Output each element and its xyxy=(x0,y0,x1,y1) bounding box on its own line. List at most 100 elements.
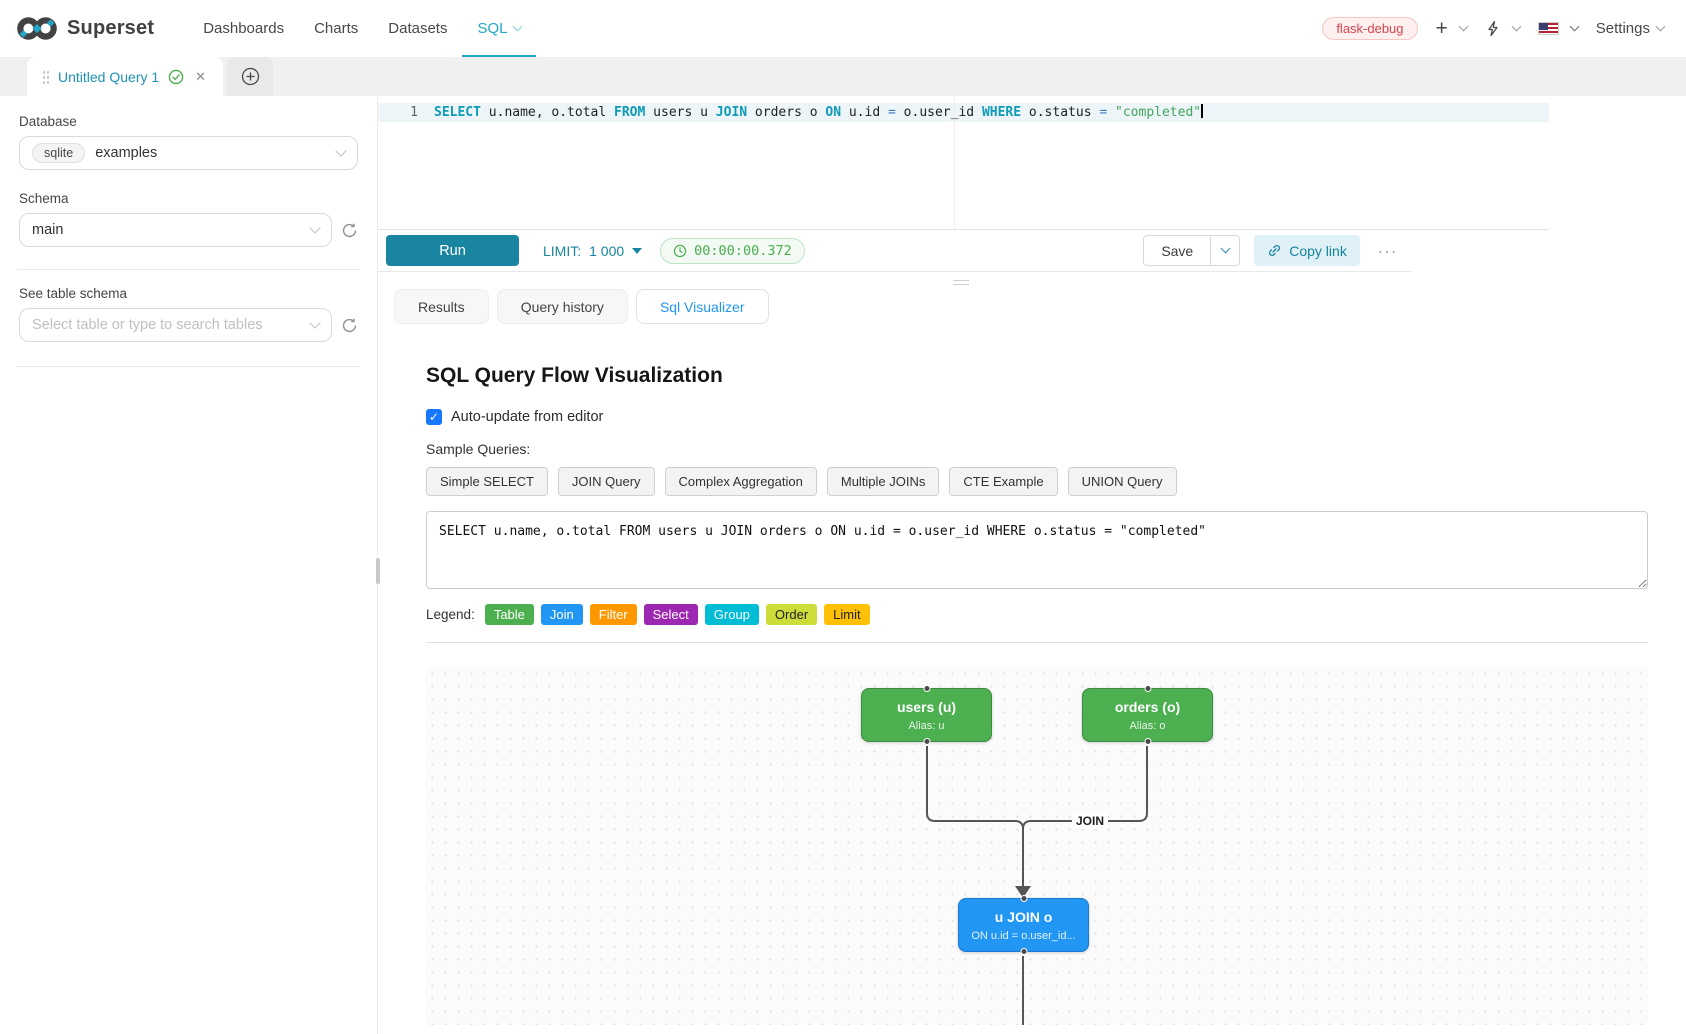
tab-sql-visualizer[interactable]: Sql Visualizer xyxy=(635,289,769,324)
save-button[interactable]: Save xyxy=(1143,235,1212,266)
nav-item-dashboards[interactable]: Dashboards xyxy=(203,20,285,37)
database-select-value: examples xyxy=(95,145,158,161)
south-pane-drag-handle[interactable] xyxy=(953,280,969,285)
plus-circle-icon xyxy=(241,67,259,86)
sample-queries-label: Sample Queries: xyxy=(426,441,531,457)
tab-query-history[interactable]: Query history xyxy=(496,289,628,324)
checkbox-checked-icon[interactable]: ✓ xyxy=(426,409,442,425)
plus-icon: + xyxy=(1435,17,1448,40)
drag-handle-icon[interactable] xyxy=(42,69,49,84)
flow-edges xyxy=(926,746,1148,1025)
refresh-icon xyxy=(342,223,357,237)
page-title: SQL Query Flow Visualization xyxy=(426,364,723,387)
query-tab-label: Untitled Query 1 xyxy=(58,68,160,85)
sample-query-button[interactable]: Complex Aggregation xyxy=(664,467,817,496)
chevron-down-icon xyxy=(1655,21,1666,32)
copy-link-button[interactable]: Copy link xyxy=(1254,235,1360,266)
results-pane: Results Query history Sql Visualizer SQL… xyxy=(378,272,1686,1034)
sample-query-button[interactable]: Simple SELECT xyxy=(426,467,548,496)
superset-brand[interactable]: Superset xyxy=(16,14,154,43)
editor-line-number: 1 xyxy=(410,105,418,120)
legend-badge: Filter xyxy=(589,604,637,625)
main-nav: Dashboards Charts Datasets SQL xyxy=(188,0,537,57)
chevron-down-icon xyxy=(309,317,321,329)
auto-update-checkbox-row[interactable]: ✓ Auto-update from editor xyxy=(426,409,1648,425)
node-handle[interactable] xyxy=(1144,685,1151,692)
query-tab-active[interactable]: Untitled Query 1 ✕ xyxy=(27,57,224,96)
sql-visualizer-content: SQL Query Flow Visualization ✓ Auto-upda… xyxy=(378,324,1686,1025)
database-select[interactable]: sqlite examples xyxy=(19,136,358,170)
flow-node-join[interactable]: u JOIN o ON u.id = o.user_id... xyxy=(958,895,1089,955)
lightning-icon xyxy=(1488,20,1498,37)
flow-canvas[interactable]: JOIN users (u) Alias: u orders (o) Alias… xyxy=(426,667,1648,1025)
south-tabs: Results Query history Sql Visualizer xyxy=(378,272,1686,324)
pane-scrollbar-thumb[interactable] xyxy=(376,558,380,584)
top-navbar: Superset Dashboards Charts Datasets SQL … xyxy=(0,0,1686,57)
schema-select[interactable]: main xyxy=(19,213,332,247)
sql-editor[interactable]: 1 SELECT u.name, o.total FROM users u JO… xyxy=(378,96,1549,230)
environment-badge: flask-debug xyxy=(1322,17,1418,40)
sample-query-button[interactable]: UNION Query xyxy=(1067,467,1177,496)
editor-cursor xyxy=(1201,104,1203,118)
tab-results[interactable]: Results xyxy=(394,289,489,324)
sample-query-button[interactable]: JOIN Query xyxy=(557,467,655,496)
language-picker[interactable] xyxy=(1537,21,1580,35)
flow-node-orders[interactable]: orders (o) Alias: o xyxy=(1082,685,1213,745)
sample-query-button[interactable]: Multiple JOINs xyxy=(826,467,940,496)
more-actions-button[interactable]: ... xyxy=(1377,237,1398,257)
legend-badge: Select xyxy=(643,604,698,625)
legend-badge: Join xyxy=(540,604,583,625)
legend-label: Legend: xyxy=(426,607,475,622)
divider xyxy=(426,642,1648,643)
save-dropdown-button[interactable] xyxy=(1211,235,1241,266)
link-icon xyxy=(1269,245,1281,256)
chevron-down-icon xyxy=(1511,21,1522,32)
check-circle-icon xyxy=(168,69,184,84)
query-text-input[interactable] xyxy=(426,511,1648,589)
nav-item-sql[interactable]: SQL xyxy=(462,0,537,57)
refresh-tables-button[interactable] xyxy=(341,317,358,334)
query-timer-badge: 00:00:00.372 xyxy=(660,237,805,264)
schema-label: Schema xyxy=(19,191,69,206)
node-handle[interactable] xyxy=(923,685,930,692)
table-select[interactable]: Select table or type to search tables xyxy=(19,308,332,342)
new-item-button[interactable]: + xyxy=(1435,17,1469,40)
new-query-tab-button[interactable] xyxy=(227,57,274,96)
superset-logo xyxy=(17,17,57,40)
chevron-down-icon xyxy=(1569,21,1580,32)
close-icon[interactable]: ✕ xyxy=(195,68,207,84)
chevron-down-icon xyxy=(513,21,523,32)
table-select-placeholder: Select table or type to search tables xyxy=(32,317,263,333)
legend-badge: Group xyxy=(704,604,759,625)
editor-toolbar: Run LIMIT: 1 000 00:00:00.372 Save xyxy=(378,230,1412,272)
editor-active-line xyxy=(378,103,1549,122)
auto-update-label: Auto-update from editor xyxy=(451,409,604,425)
sample-query-buttons: Simple SELECT JOIN Query Complex Aggregati… xyxy=(426,467,1648,496)
query-tab-strip: Untitled Query 1 ✕ xyxy=(0,57,1686,96)
node-handle[interactable] xyxy=(1020,948,1027,955)
sqllab-left-sidebar: Database sqlite examples Schema main See xyxy=(0,96,378,1034)
database-label: Database xyxy=(19,114,77,129)
node-handle[interactable] xyxy=(1144,738,1151,745)
query-search-button[interactable] xyxy=(1485,20,1522,37)
limit-dropdown[interactable]: LIMIT: 1 000 xyxy=(543,243,643,259)
node-handle[interactable] xyxy=(923,738,930,745)
legend-badge: Table xyxy=(484,604,534,625)
us-flag-icon xyxy=(1537,22,1559,35)
legend-badge: Limit xyxy=(824,604,870,625)
schema-select-value: main xyxy=(32,222,64,238)
chevron-down-icon xyxy=(309,222,321,234)
nav-item-charts[interactable]: Charts xyxy=(314,20,359,37)
settings-menu[interactable]: Settings xyxy=(1596,20,1666,37)
nav-item-datasets[interactable]: Datasets xyxy=(388,20,448,37)
refresh-schemas-button[interactable] xyxy=(341,222,358,239)
refresh-icon xyxy=(342,318,357,332)
chevron-down-icon xyxy=(1220,243,1231,254)
flow-node-users[interactable]: users (u) Alias: u xyxy=(861,685,992,745)
sample-query-button[interactable]: CTE Example xyxy=(949,467,1058,496)
database-engine-badge: sqlite xyxy=(32,143,86,163)
node-handle[interactable] xyxy=(1020,895,1027,902)
run-button[interactable]: Run xyxy=(386,235,519,266)
brand-text: Superset xyxy=(67,17,155,39)
